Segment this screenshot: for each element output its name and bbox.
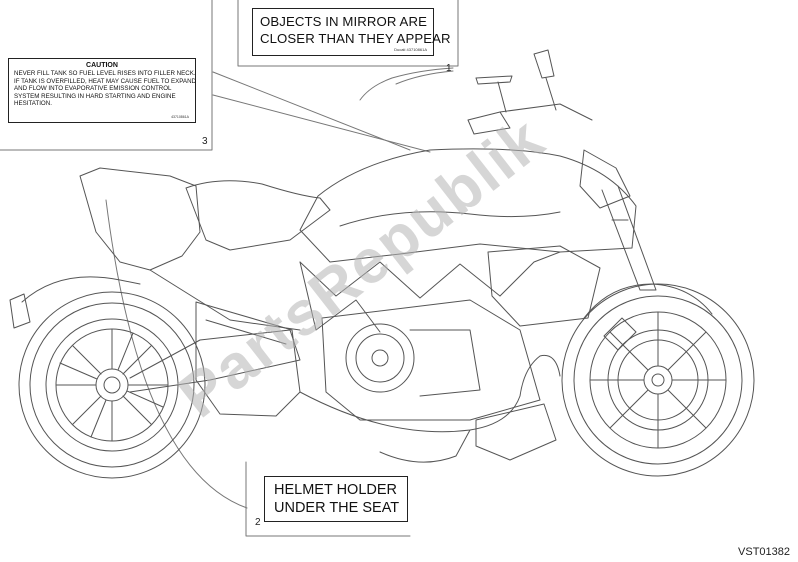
front-fork	[601, 185, 657, 291]
swingarm	[129, 329, 301, 393]
leader-line-1b	[395, 70, 454, 85]
headlight	[579, 149, 631, 209]
leader-line-1	[359, 67, 454, 101]
leader-line-3b	[212, 94, 431, 153]
mirror-label-code: Ducati 43710861A	[394, 47, 427, 52]
callout-number-1: 1	[446, 63, 452, 74]
seat	[185, 180, 331, 251]
belly-pan	[475, 403, 557, 461]
exhaust-pipes	[299, 354, 561, 433]
leader-line-2	[105, 199, 248, 509]
caution-title: CAUTION	[86, 62, 118, 69]
fuel-tank	[299, 148, 637, 263]
helmet-leader-frame	[245, 461, 411, 537]
license-bracket	[9, 293, 31, 329]
rear-spokes	[55, 328, 169, 442]
left-mirror	[475, 75, 513, 85]
helmet-label-line-2: UNDER THE SEAT	[274, 500, 400, 516]
caution-body: NEVER FILL TANK SO FUEL LEVEL RISES INTO…	[14, 70, 197, 108]
rear-fender	[21, 276, 141, 303]
rear-tire	[18, 291, 206, 479]
trellis-frame	[299, 251, 561, 333]
callout-number-3: 3	[202, 136, 208, 147]
rear-subframe	[149, 269, 301, 331]
right-mirror	[533, 49, 555, 79]
caution-code: 43710861A	[171, 115, 189, 119]
exhaust-muffler	[195, 301, 301, 417]
drawing-code: VST01382	[738, 546, 790, 558]
handlebar	[499, 103, 593, 121]
helmet-label-line-1: HELMET HOLDER	[274, 482, 398, 498]
mirror-warning-label: OBJECTS IN MIRROR ARE CLOSER THAN THEY A…	[252, 8, 451, 56]
mirror-label-line-2: CLOSER THAN THEY APPEAR	[260, 31, 451, 46]
engine-block	[321, 299, 541, 421]
mirror-leader-frame	[237, 0, 459, 67]
radiator-cover	[487, 245, 601, 327]
watermark-text: PartsRepublik	[166, 104, 557, 431]
fuel-caution-label: CAUTION NEVER FILL TANK SO FUEL LEVEL RI…	[8, 58, 196, 123]
front-spokes	[589, 311, 727, 449]
callout-number-2: 2	[255, 517, 261, 528]
tail-section	[79, 167, 201, 271]
helmet-holder-label: HELMET HOLDER UNDER THE SEAT	[264, 476, 408, 522]
leader-line-3	[212, 71, 411, 151]
front-fender	[583, 283, 713, 319]
front-caliper	[603, 317, 637, 351]
caution-leader-frame	[0, 0, 213, 151]
mirror-label-line-1: OBJECTS IN MIRROR ARE	[260, 14, 427, 29]
clutch-cover	[345, 323, 415, 393]
